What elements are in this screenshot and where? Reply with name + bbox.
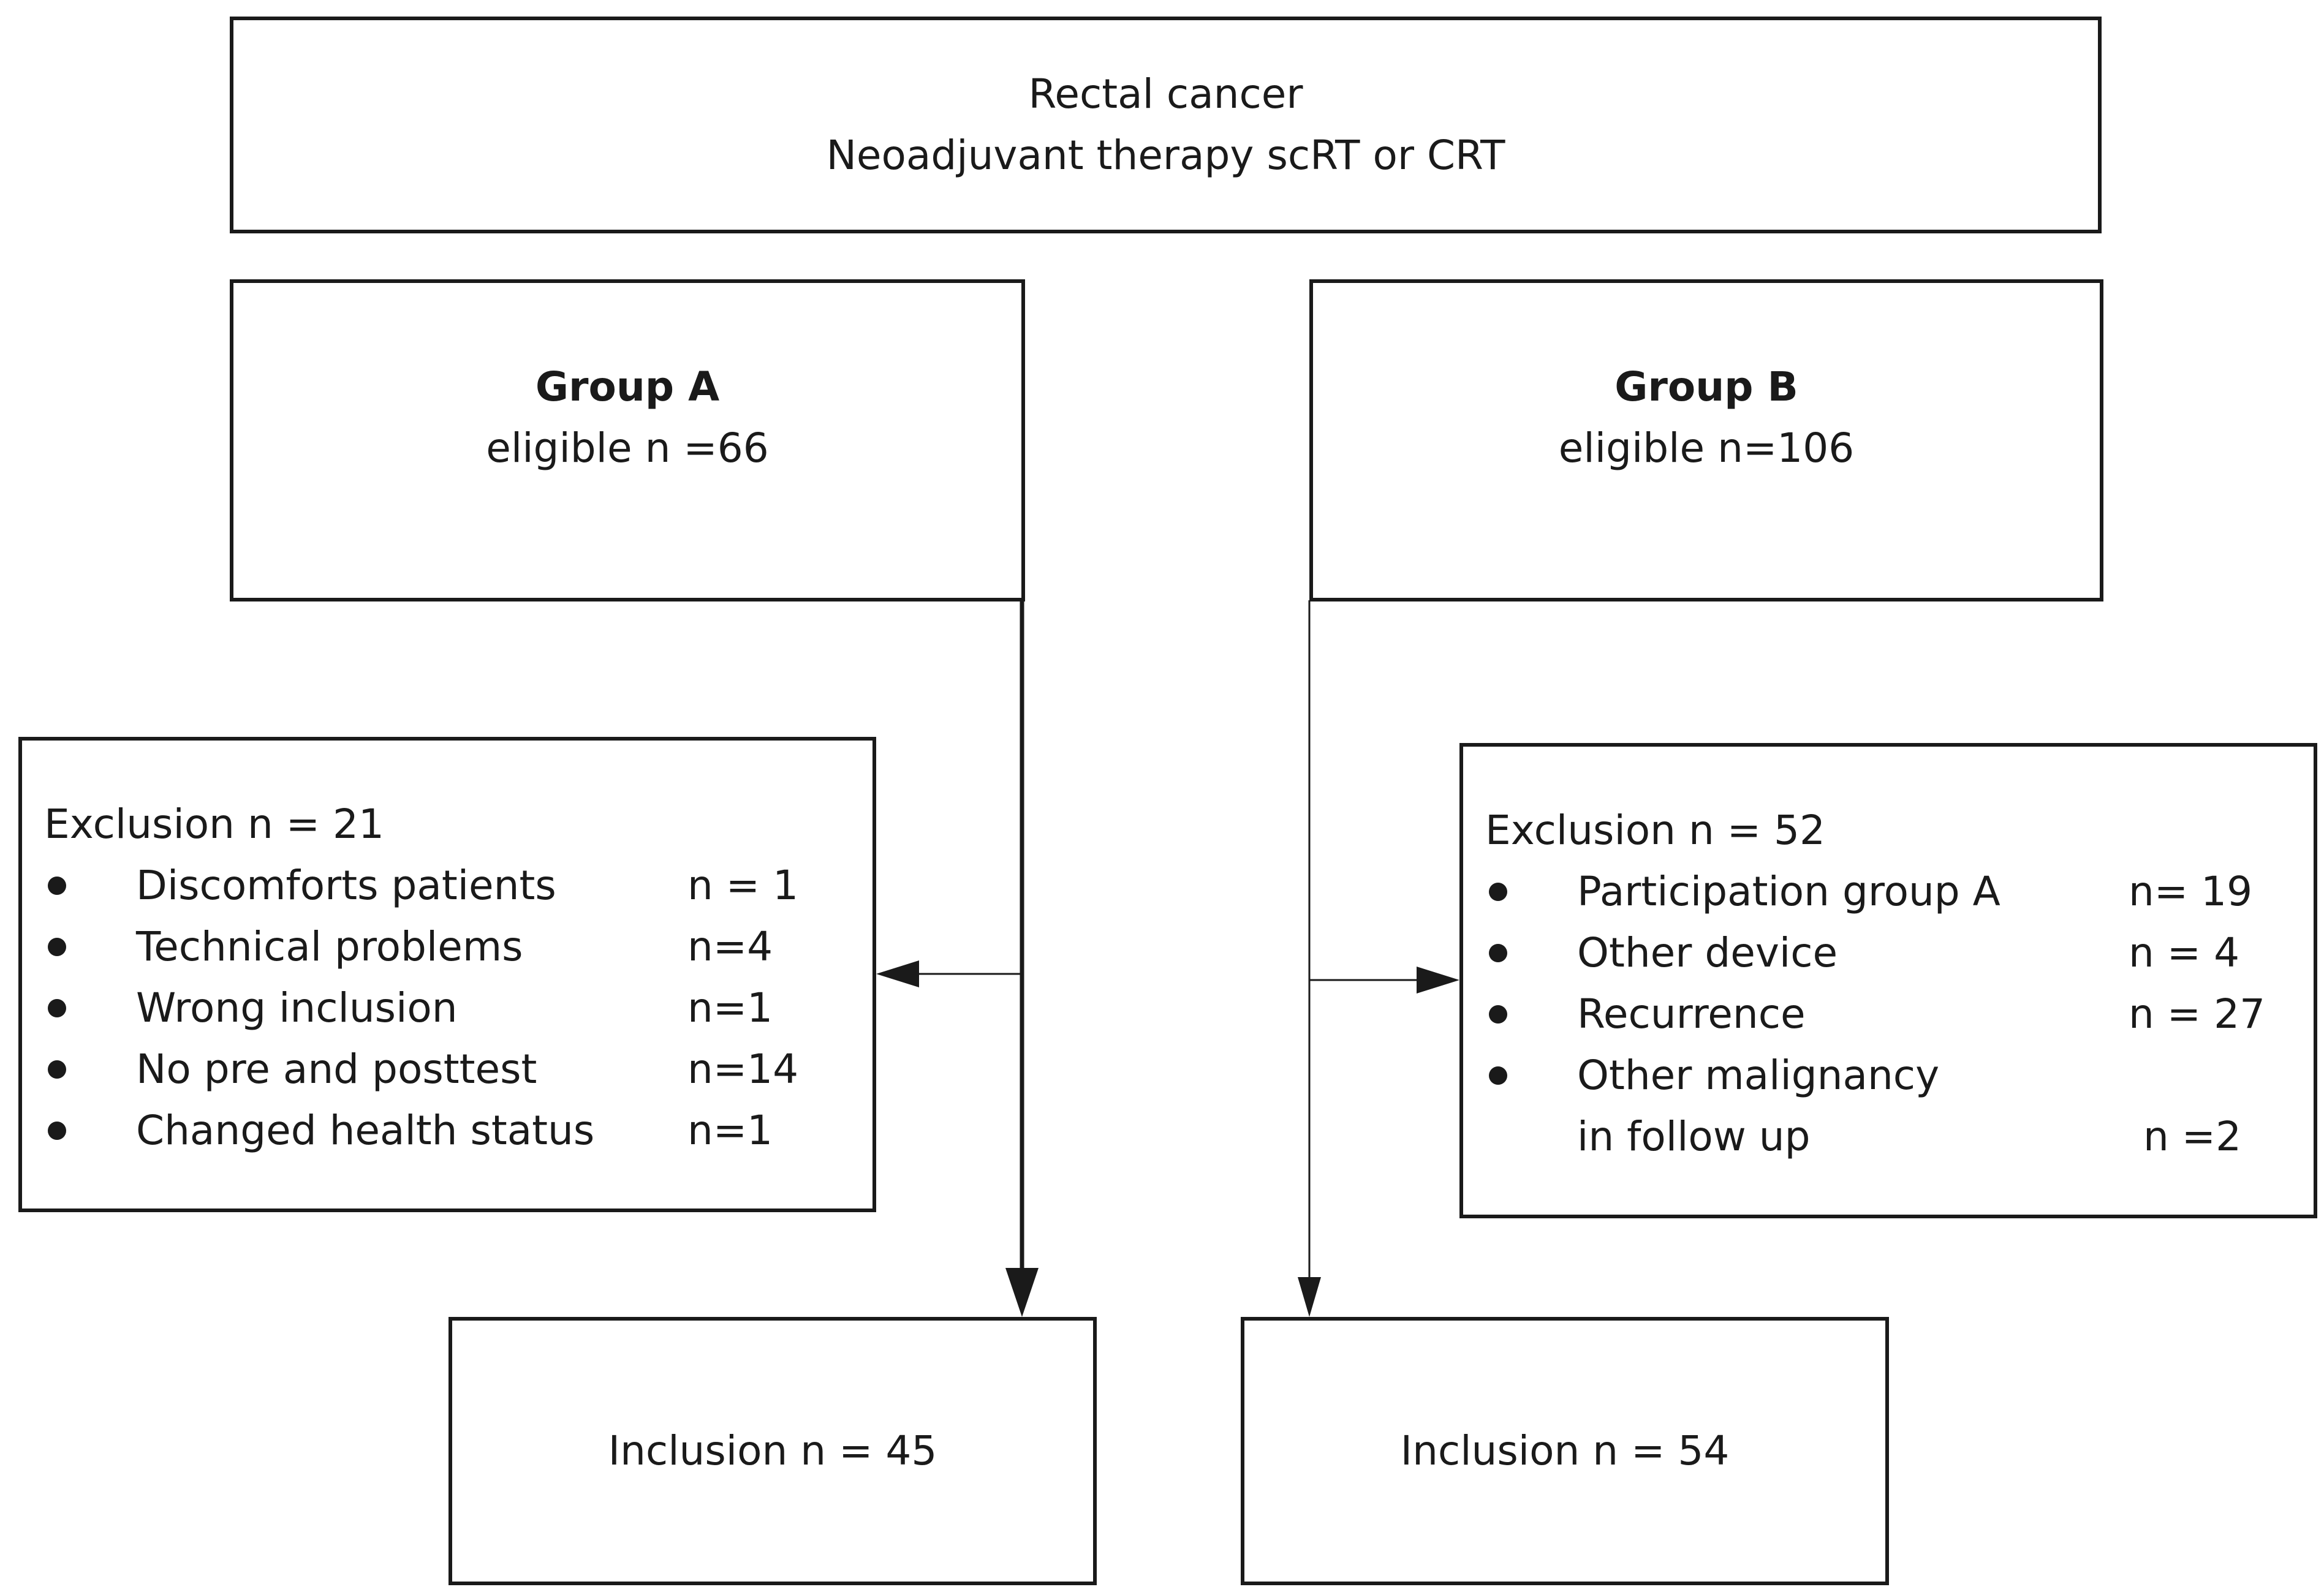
- exclusion-a-box: Exclusion n = 21 Discomforts patients n …: [18, 737, 876, 1212]
- list-item: Participation group A n= 19: [1463, 861, 2314, 922]
- exclusion-b-title: Exclusion n = 52: [1485, 807, 1826, 854]
- bullet-icon: [1489, 1005, 1507, 1024]
- group-a-exclusion-arrowhead: [876, 960, 919, 987]
- list-item: Technical problems n=4: [22, 916, 872, 978]
- inclusion-b-label: Inclusion n = 54: [1400, 1427, 1730, 1474]
- group-b-box: Group B eligible n=106: [1309, 279, 2103, 601]
- group-b-exclusion-arrowhead: [1417, 967, 1459, 994]
- exclusion-item-label: Technical problems: [136, 923, 523, 970]
- exclusion-item-count: n=1: [687, 1107, 773, 1154]
- inclusion-a-label: Inclusion n = 45: [608, 1427, 937, 1474]
- population-line-2: Neoadjuvant therapy scRT or CRT: [826, 132, 1505, 179]
- exclusion-item-label-continued: in follow up: [1577, 1113, 1811, 1160]
- exclusion-b-box: Exclusion n = 52 Participation group A n…: [1459, 743, 2317, 1218]
- population-box: Rectal cancer Neoadjuvant therapy scRT o…: [230, 17, 2102, 233]
- group-a-eligible: eligible n =66: [486, 424, 769, 472]
- group-a-box: Group A eligible n =66: [230, 279, 1025, 601]
- exclusion-item-label: Recurrence: [1577, 990, 1806, 1038]
- bullet-icon: [1489, 944, 1507, 962]
- list-item: Other malignancy: [1463, 1045, 2314, 1106]
- exclusion-item-label: Participation group A: [1577, 868, 2000, 915]
- exclusion-item-label: Other device: [1577, 929, 1838, 976]
- exclusion-item-count: n=14: [687, 1046, 799, 1093]
- exclusion-item-label: Other malignancy: [1577, 1052, 1940, 1099]
- list-item: Wrong inclusion n=1: [22, 978, 872, 1039]
- exclusion-item-label: No pre and posttest: [136, 1046, 537, 1093]
- bullet-icon: [1489, 883, 1507, 901]
- group-b-eligible: eligible n=106: [1558, 424, 1855, 472]
- bullet-icon: [48, 938, 66, 956]
- exclusion-item-count: n = 1: [687, 862, 799, 909]
- exclusion-item-label: Changed health status: [136, 1107, 595, 1154]
- group-a-down-arrowhead: [1005, 1268, 1039, 1317]
- list-item: No pre and posttest n=14: [22, 1039, 872, 1100]
- list-item: Changed health status n=1: [22, 1100, 872, 1161]
- bullet-icon: [48, 877, 66, 895]
- exclusion-item-count: n =2: [2143, 1113, 2242, 1160]
- exclusion-item-count: n=4: [687, 923, 773, 970]
- exclusion-a-title: Exclusion n = 21: [44, 801, 385, 848]
- population-line-1: Rectal cancer: [1028, 70, 1303, 118]
- bullet-icon: [48, 1122, 66, 1140]
- group-a-title: Group A: [535, 363, 720, 410]
- exclusion-item-count: n= 19: [2129, 868, 2253, 915]
- list-item: Other device n = 4: [1463, 922, 2314, 984]
- bullet-icon: [1489, 1066, 1507, 1085]
- bullet-icon: [48, 999, 66, 1017]
- list-item: Recurrence n = 27: [1463, 984, 2314, 1045]
- list-item: in follow up n =2: [1463, 1106, 2314, 1167]
- exclusion-item-count: n=1: [687, 984, 773, 1031]
- group-b-title: Group B: [1614, 363, 1798, 410]
- inclusion-a-box: Inclusion n = 45: [449, 1317, 1097, 1585]
- exclusion-item-label: Wrong inclusion: [136, 984, 458, 1031]
- list-item: Discomforts patients n = 1: [22, 855, 872, 916]
- bullet-icon: [48, 1060, 66, 1079]
- exclusion-item-label: Discomforts patients: [136, 862, 556, 909]
- exclusion-item-count: n = 4: [2129, 929, 2240, 976]
- group-b-down-arrowhead: [1298, 1277, 1321, 1317]
- inclusion-b-box: Inclusion n = 54: [1241, 1317, 1889, 1585]
- exclusion-item-count: n = 27: [2129, 990, 2266, 1038]
